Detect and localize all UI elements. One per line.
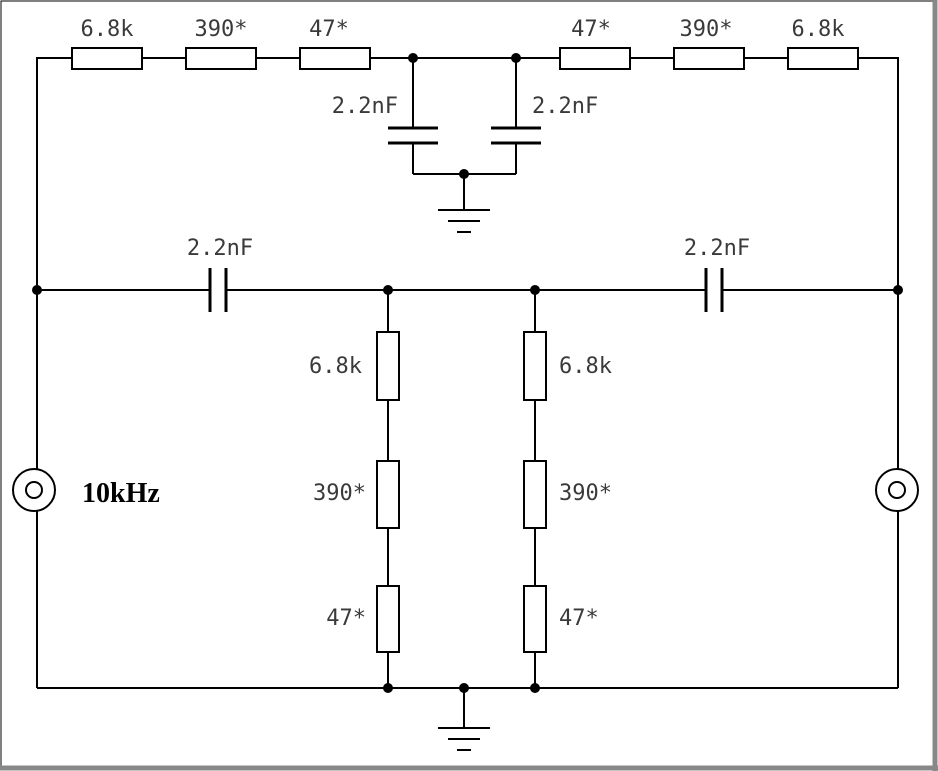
- label-mid-cap-left: 2.2nF: [187, 236, 253, 261]
- resistor-top-left-6k8: [71, 47, 143, 70]
- label-left-branch-r3: 47*: [326, 606, 366, 631]
- ground-symbol-bottom: [438, 727, 490, 751]
- label-top-cap-right: 2.2nF: [532, 94, 598, 119]
- label-right-branch-r2: 390*: [559, 481, 612, 506]
- resistor-top-right-390: [673, 47, 745, 70]
- wiring: [36, 57, 899, 728]
- resistor-left-branch-47: [376, 585, 400, 653]
- label-top-left-r1: 6.8k: [81, 17, 134, 42]
- label-top-right-r3: 6.8k: [792, 17, 845, 42]
- resistor-right-branch-6k8: [523, 331, 547, 401]
- resistor-top-left-390: [185, 47, 257, 70]
- capacitor-top-right: [491, 126, 541, 145]
- junction-dots: [32, 53, 903, 693]
- resistor-left-branch-390: [376, 460, 400, 529]
- label-mid-cap-right: 2.2nF: [684, 236, 750, 261]
- resistor-left-branch-6k8: [376, 331, 400, 401]
- label-top-left-r2: 390*: [195, 17, 248, 42]
- label-left-branch-r1: 6.8k: [309, 354, 362, 379]
- capacitor-top-left: [388, 126, 438, 145]
- capacitor-mid-right: [704, 268, 724, 312]
- output-connector: [875, 468, 919, 512]
- resistor-right-branch-390: [523, 460, 547, 529]
- resistor-top-left-47: [299, 47, 371, 70]
- frequency-label: 10kHz: [82, 478, 160, 509]
- resistor-top-right-47: [559, 47, 631, 70]
- resistor-top-right-6k8: [787, 47, 859, 70]
- ground-symbol-top: [438, 209, 490, 233]
- input-connector: [12, 468, 56, 512]
- resistor-right-branch-47: [523, 585, 547, 653]
- label-left-branch-r2: 390*: [313, 481, 366, 506]
- label-top-right-r2: 390*: [680, 17, 733, 42]
- label-right-branch-r3: 47*: [559, 606, 599, 631]
- label-top-cap-left: 2.2nF: [332, 94, 398, 119]
- label-top-left-r3: 47*: [309, 17, 349, 42]
- label-top-right-r1: 47*: [571, 17, 611, 42]
- capacitor-mid-left: [208, 268, 228, 312]
- label-right-branch-r1: 6.8k: [559, 354, 612, 379]
